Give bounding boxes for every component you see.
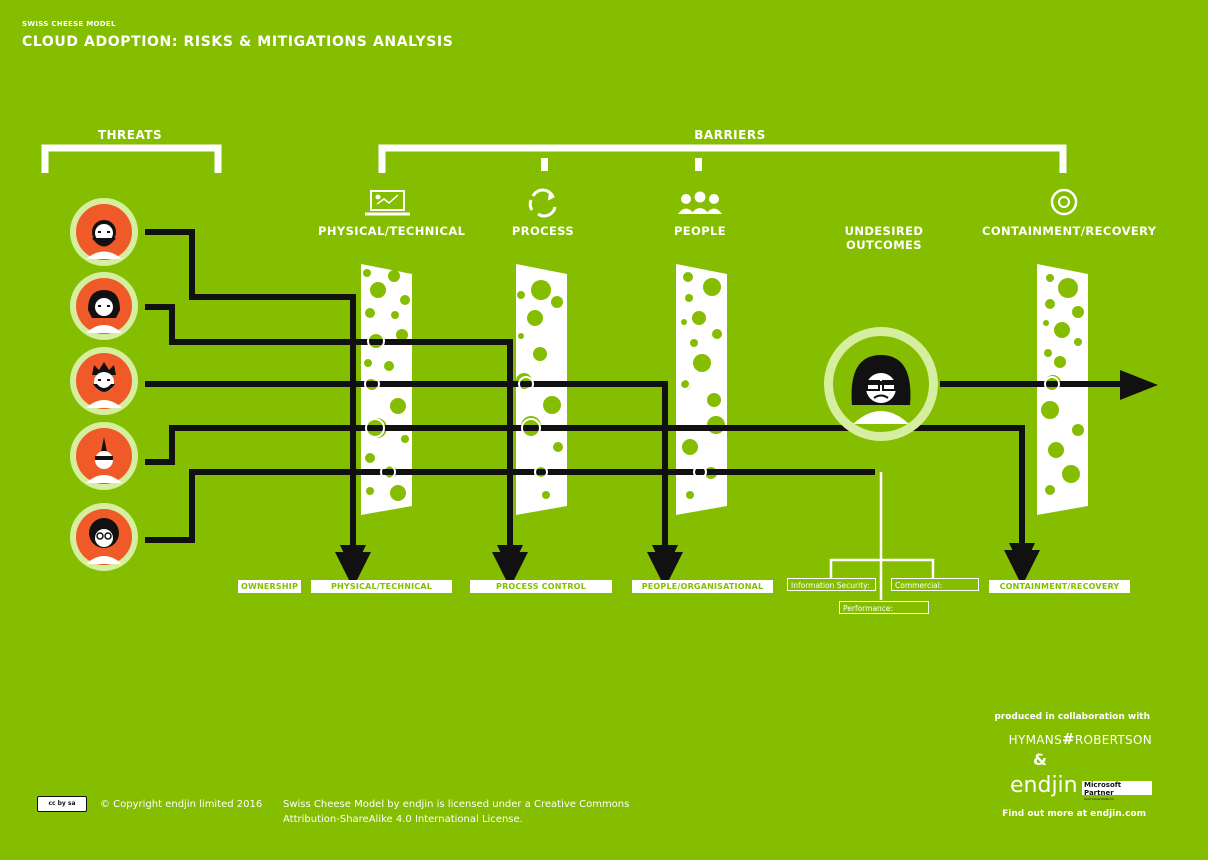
supertitle: SWISS CHEESE MODEL xyxy=(22,20,116,28)
line-hole-markers xyxy=(364,332,1060,480)
hymans-text: HYMANS xyxy=(1008,733,1062,747)
outcome-commercial-field: Commercial: xyxy=(891,578,979,591)
control-ownership: OWNERSHIP xyxy=(238,580,301,593)
find-out-more: Find out more at endjin.com xyxy=(1002,809,1146,819)
hash-icon: # xyxy=(1061,730,1075,748)
threat-path-2 xyxy=(145,304,528,588)
column-label-physical: PHYSICAL/TECHNICAL xyxy=(318,224,466,238)
outcome-performance-field: Performance: xyxy=(839,601,929,614)
column-label-process: PROCESS xyxy=(511,224,575,238)
victim-avatar xyxy=(824,327,938,441)
column-label-undesired: UNDESIRED OUTCOMES xyxy=(844,224,924,252)
barriers-heading: BARRIERS xyxy=(694,128,766,142)
robertson-text: ROBERTSON xyxy=(1074,733,1152,747)
control-containment: CONTAINMENT/RECOVERY CONTROL xyxy=(989,580,1130,604)
outcome-connector xyxy=(829,472,935,600)
endjin-logo: endjin xyxy=(1010,773,1078,798)
laptop-icon xyxy=(365,190,410,216)
control-physical: PHYSICAL/TECHNICAL CONTROL xyxy=(311,580,452,604)
license-line-2: Attribution-ShareAlike 4.0 International… xyxy=(283,814,523,825)
cycle-icon xyxy=(528,188,557,218)
threat-path-4 xyxy=(145,425,1040,586)
control-process: PROCESS CONTROL xyxy=(470,580,612,593)
ampersand: & xyxy=(1033,750,1047,769)
threat-path-3 xyxy=(145,381,683,588)
partner-text: Microsoft Partner xyxy=(1084,781,1122,797)
threat-avatar-curly xyxy=(70,503,138,571)
barriers-bracket xyxy=(378,144,1067,173)
threats-bracket xyxy=(41,144,222,173)
people-group-icon xyxy=(678,191,722,214)
threat-avatar-mohawk xyxy=(70,422,138,490)
threats-heading: THREATS xyxy=(97,128,163,142)
cheese-slice-containment xyxy=(1037,264,1088,515)
threat-avatar-spiky xyxy=(70,347,138,415)
control-people: PEOPLE/ORGANISATIONAL CONTROL xyxy=(632,580,773,604)
copyright: © Copyright endjin limited 2016 xyxy=(100,799,263,810)
page-title: CLOUD ADOPTION: RISKS & MITIGATIONS ANAL… xyxy=(22,34,454,50)
column-label-people: PEOPLE xyxy=(673,224,727,238)
cheese-slice-physical xyxy=(361,264,412,515)
threat-avatar-bearded xyxy=(70,198,138,266)
threat-path-5 xyxy=(145,469,875,543)
microsoft-partner-badge: Microsoft Partner Gold Cloud Platform xyxy=(1082,781,1152,801)
cc-license-badge[interactable]: cc by sa xyxy=(37,796,87,812)
barriers-bracket-tick xyxy=(695,158,702,171)
arrow-heads xyxy=(340,370,1158,572)
hymans-robertson-logo: HYMANS#ROBERTSON xyxy=(1006,730,1152,748)
threat-path-1 xyxy=(145,229,371,588)
column-label-containment: CONTAINMENT/RECOVERY xyxy=(982,224,1157,238)
cheese-slice-people xyxy=(676,264,727,515)
produced-with: produced in collaboration with xyxy=(994,712,1150,722)
outcome-infosec-field: Information Security: xyxy=(787,578,876,591)
partner-subtext: Gold Cloud Platform xyxy=(1084,797,1115,801)
license-line-1: Swiss Cheese Model by endjin is licensed… xyxy=(283,799,630,810)
target-icon xyxy=(1050,188,1078,216)
threat-avatar-shaggy xyxy=(70,272,138,340)
barriers-bracket-tick xyxy=(541,158,548,171)
